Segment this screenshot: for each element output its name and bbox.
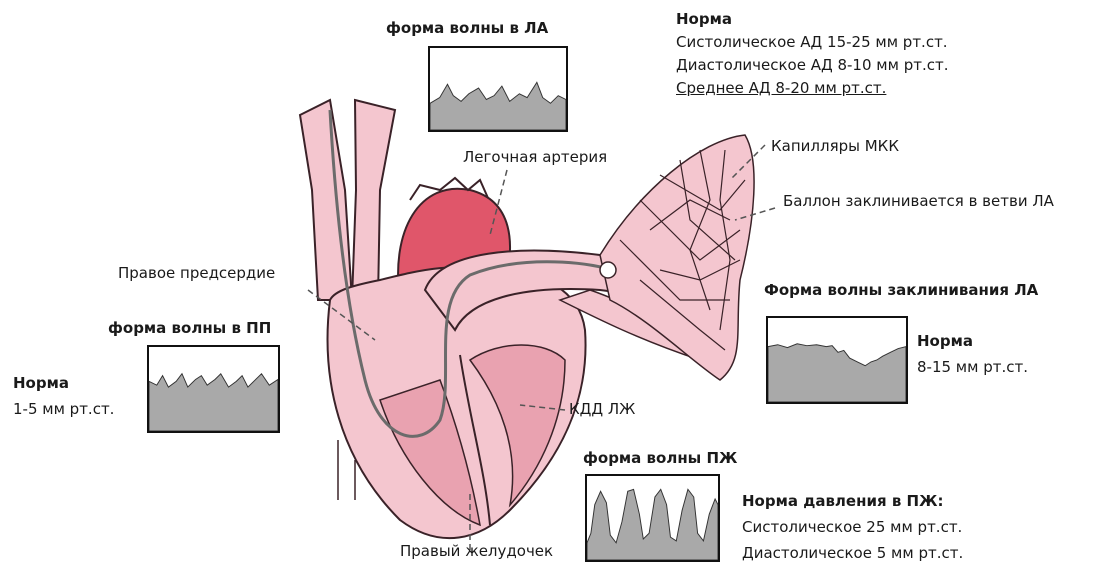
la-wave-title: форма волны в ЛА [386, 17, 548, 39]
pp-norm-title: Норма [13, 372, 69, 394]
label-right-ventricle: Правый желудочек [400, 540, 553, 562]
label-pulmonary-artery: Легочная артерия [463, 146, 607, 168]
wedge-trace [768, 344, 906, 402]
la-norm-mean: Среднее АД 8-20 мм рт.ст. [676, 77, 948, 100]
label-right-atrium: Правое предсердие [118, 262, 275, 284]
label-lvedp: КДД ЛЖ [569, 398, 635, 420]
la-norm-title: Норма [676, 8, 948, 31]
wedge-waveform [766, 316, 908, 404]
rv-waveform [585, 474, 720, 562]
balloon [600, 262, 616, 278]
rv-norm-systolic: Систолическое 25 мм рт.ст. [742, 514, 963, 540]
la-norm-block: Норма Систолическое АД 15-25 мм рт.ст. Д… [676, 8, 948, 100]
label-capillaries: Капилляры МКК [771, 135, 899, 157]
rv-trace [587, 489, 718, 560]
pp-trace [149, 374, 278, 431]
pp-norm-value: 1-5 мм рт.ст. [13, 398, 114, 420]
label-balloon: Баллон заклинивается в ветви ЛА [783, 190, 1054, 212]
la-trace [430, 82, 566, 130]
la-norm-systolic: Систолическое АД 15-25 мм рт.ст. [676, 31, 948, 54]
rv-norm-title: Норма давления в ПЖ: [742, 488, 963, 514]
lung-capillary-network [600, 135, 754, 380]
wedge-norm-title: Норма [917, 330, 973, 352]
wedge-norm-value: 8-15 мм рт.ст. [917, 356, 1028, 378]
la-waveform [428, 46, 568, 132]
la-norm-diastolic: Диастолическое АД 8-10 мм рт.ст. [676, 54, 948, 77]
rv-norm-diastolic: Диастолическое 5 мм рт.ст. [742, 540, 963, 566]
wedge-wave-title: Форма волны заклинивания ЛА [764, 279, 1038, 301]
rv-norm-block: Норма давления в ПЖ: Систолическое 25 мм… [742, 488, 963, 566]
pp-wave-title: форма волны в ПП [108, 317, 271, 339]
rv-wave-title: форма волны ПЖ [583, 447, 737, 469]
superior-vena-cava [300, 100, 395, 300]
pp-waveform [147, 345, 280, 433]
